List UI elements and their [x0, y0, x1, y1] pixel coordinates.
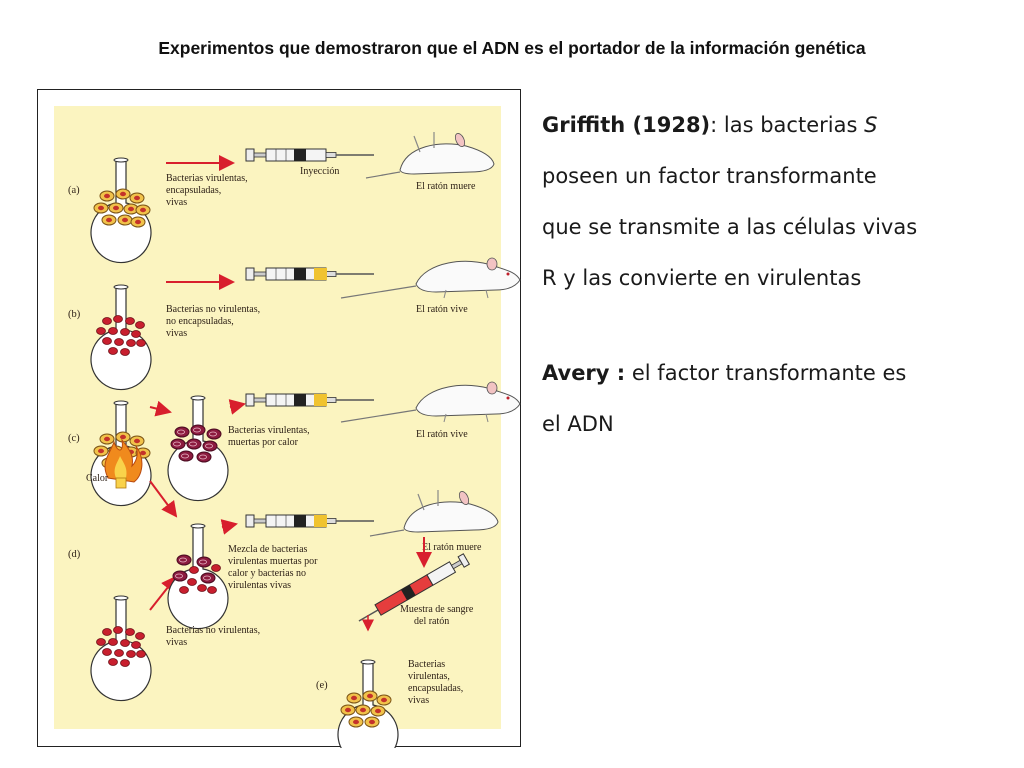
- griffith-name: Griffith (1928): [542, 113, 711, 137]
- griffith-line-2: poseen un factor transformante: [542, 164, 877, 188]
- arrow-d-to-syringe: [220, 519, 238, 535]
- row-e-desc-2: virulentas,: [408, 671, 450, 682]
- injection-label: Inyección: [300, 166, 339, 177]
- row-c-desc-1: Bacterias virulentas,: [228, 425, 310, 436]
- row-d-tag: (d): [68, 549, 81, 560]
- row-e-desc-1: Bacterias: [408, 659, 445, 670]
- row-d-desc-1: Mezcla de bacterias: [228, 544, 308, 555]
- syringe-c-plunger: [314, 394, 327, 406]
- avery-line-2: el ADN: [542, 412, 614, 436]
- row-c-result: El ratón vive: [416, 429, 468, 440]
- griffith-line-3: que se transmite a las células vivas: [542, 215, 918, 239]
- row-e-desc-4: vivas: [408, 695, 429, 706]
- row-a-tag: (a): [68, 185, 80, 196]
- row-b-tag: (b): [68, 309, 81, 320]
- arrow-c-1: [149, 400, 172, 417]
- griffith-s-letter: S: [864, 113, 878, 137]
- avery-name: Avery :: [542, 361, 626, 385]
- avery-text-1: el factor transformante es: [625, 361, 907, 385]
- arrow-d-from-c: [149, 480, 178, 518]
- arrow-c-2: [228, 399, 246, 415]
- row-c: (c) Calor Bacterias virulentas, muertas …: [68, 381, 521, 507]
- row-c-desc-2: muertas por calor: [228, 437, 299, 448]
- avery-line-1: Avery : el factor transformante es: [542, 358, 1002, 409]
- row-a-result: El ratón muere: [416, 181, 476, 192]
- griffith-text-1: : las bacterias: [710, 113, 865, 137]
- heat-label: Calor: [86, 473, 109, 484]
- row-e-desc-3: encapsuladas,: [408, 683, 463, 694]
- row-d-lower-desc-1: Bacterias no virulentas,: [166, 625, 260, 636]
- griffith-line-1: Griffith (1928): las bacterias S: [542, 110, 1002, 161]
- griffith-line-4: R y las convierte en virulentas: [542, 266, 862, 290]
- blood-sample-label-2: del ratón: [414, 616, 449, 627]
- row-e: Muestra de sangre del ratón (e) Bacteria…: [316, 553, 474, 748]
- row-b-desc-2: no encapsuladas,: [166, 316, 234, 327]
- row-a-desc-3: vivas: [166, 197, 187, 208]
- row-d-desc-4: virulentas vivas: [228, 580, 291, 591]
- row-a: (a) Bacterias virulentas, encapsuladas, …: [68, 131, 495, 264]
- row-d-desc-3: calor y bacterias no: [228, 568, 306, 579]
- row-d: (d) Mezcla de bacterias virulentas muert…: [68, 480, 499, 702]
- syringe-b-plunger: [314, 268, 327, 280]
- explanation-text: Griffith (1928): las bacterias S poseen …: [542, 110, 1002, 460]
- blood-sample-label-1: Muestra de sangre: [400, 604, 474, 615]
- row-d-desc-2: virulentas muertas por: [228, 556, 318, 567]
- row-c-tag: (c): [68, 433, 80, 444]
- row-b: (b) Bacterias no virulentas, no encapsul…: [68, 257, 521, 391]
- slide-title: Experimentos que demostraron que el ADN …: [158, 38, 866, 58]
- experiment-diagram: (a) Bacterias virulentas, encapsuladas, …: [54, 106, 521, 748]
- row-b-desc-1: Bacterias no virulentas,: [166, 304, 260, 315]
- griffith-experiment-figure: (a) Bacterias virulentas, encapsuladas, …: [37, 89, 521, 748]
- arrow-d-from-live: [149, 575, 178, 611]
- syringe-d-plunger: [314, 515, 327, 527]
- blood-syringe: [358, 553, 471, 622]
- row-e-tag: (e): [316, 680, 328, 691]
- row-a-desc-1: Bacterias virulentas,: [166, 173, 248, 184]
- row-a-desc-2: encapsuladas,: [166, 185, 221, 196]
- row-d-lower-desc-2: vivas: [166, 637, 187, 648]
- row-b-desc-3: vivas: [166, 328, 187, 339]
- row-b-result: El ratón vive: [416, 304, 468, 315]
- flame-icon: [104, 438, 143, 489]
- row-d-result: El ratón muere: [422, 542, 482, 553]
